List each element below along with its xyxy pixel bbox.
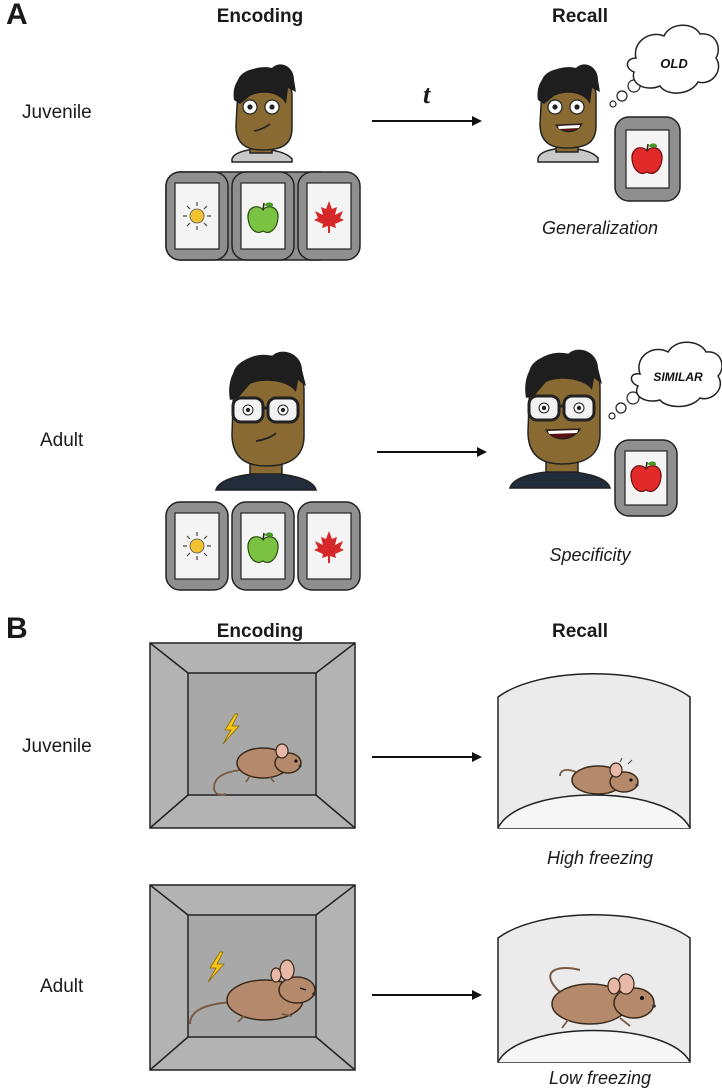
panel-a-juvenile-caption: Generalization (541, 218, 659, 238)
panel-b-recall-header: Recall (552, 621, 608, 642)
thought-cloud-old: OLD (609, 24, 720, 108)
juvenile-face-encoding (231, 64, 296, 163)
panel-b-letter: B (6, 612, 28, 645)
adult-face-recall (509, 349, 611, 489)
adult-face-encoding (215, 351, 317, 491)
conditioning-box-juvenile (149, 642, 356, 829)
adult-card-strip (165, 501, 361, 591)
thought-similar-text: SIMILAR (653, 370, 703, 384)
juvenile-mouse-encoding (213, 743, 302, 796)
thought-cloud-similar: SIMILAR (608, 341, 722, 420)
panel-b-adult-label: Adult (40, 976, 84, 997)
panel-a-adult-label: Adult (40, 430, 84, 451)
adult-recall-card (614, 439, 678, 517)
thought-old-text: OLD (660, 56, 688, 71)
juvenile-recall-card (614, 116, 681, 202)
panel-b-adult-caption: Low freezing (548, 1068, 652, 1088)
adult-mouse-recall (549, 967, 656, 1029)
juvenile-face-recall (537, 64, 600, 163)
panel-a-letter: A (6, 0, 28, 31)
conditioning-box-adult (149, 884, 356, 1071)
panel-a-recall-header: Recall (552, 6, 608, 27)
juvenile-mouse-recall (559, 757, 639, 795)
adult-mouse-encoding (189, 959, 316, 1025)
panel-a-encoding-header: Encoding (216, 6, 304, 27)
juvenile-card-strip (165, 171, 361, 261)
panel-a-juvenile-label: Juvenile (22, 102, 92, 123)
panel-b-juvenile-label: Juvenile (22, 736, 92, 757)
panel-b-juvenile-caption: High freezing (546, 848, 654, 868)
panel-b-encoding-header: Encoding (216, 621, 304, 642)
arena-juvenile (497, 673, 691, 829)
time-label: t (423, 80, 431, 109)
panel-a-adult-caption: Specificity (549, 545, 631, 565)
